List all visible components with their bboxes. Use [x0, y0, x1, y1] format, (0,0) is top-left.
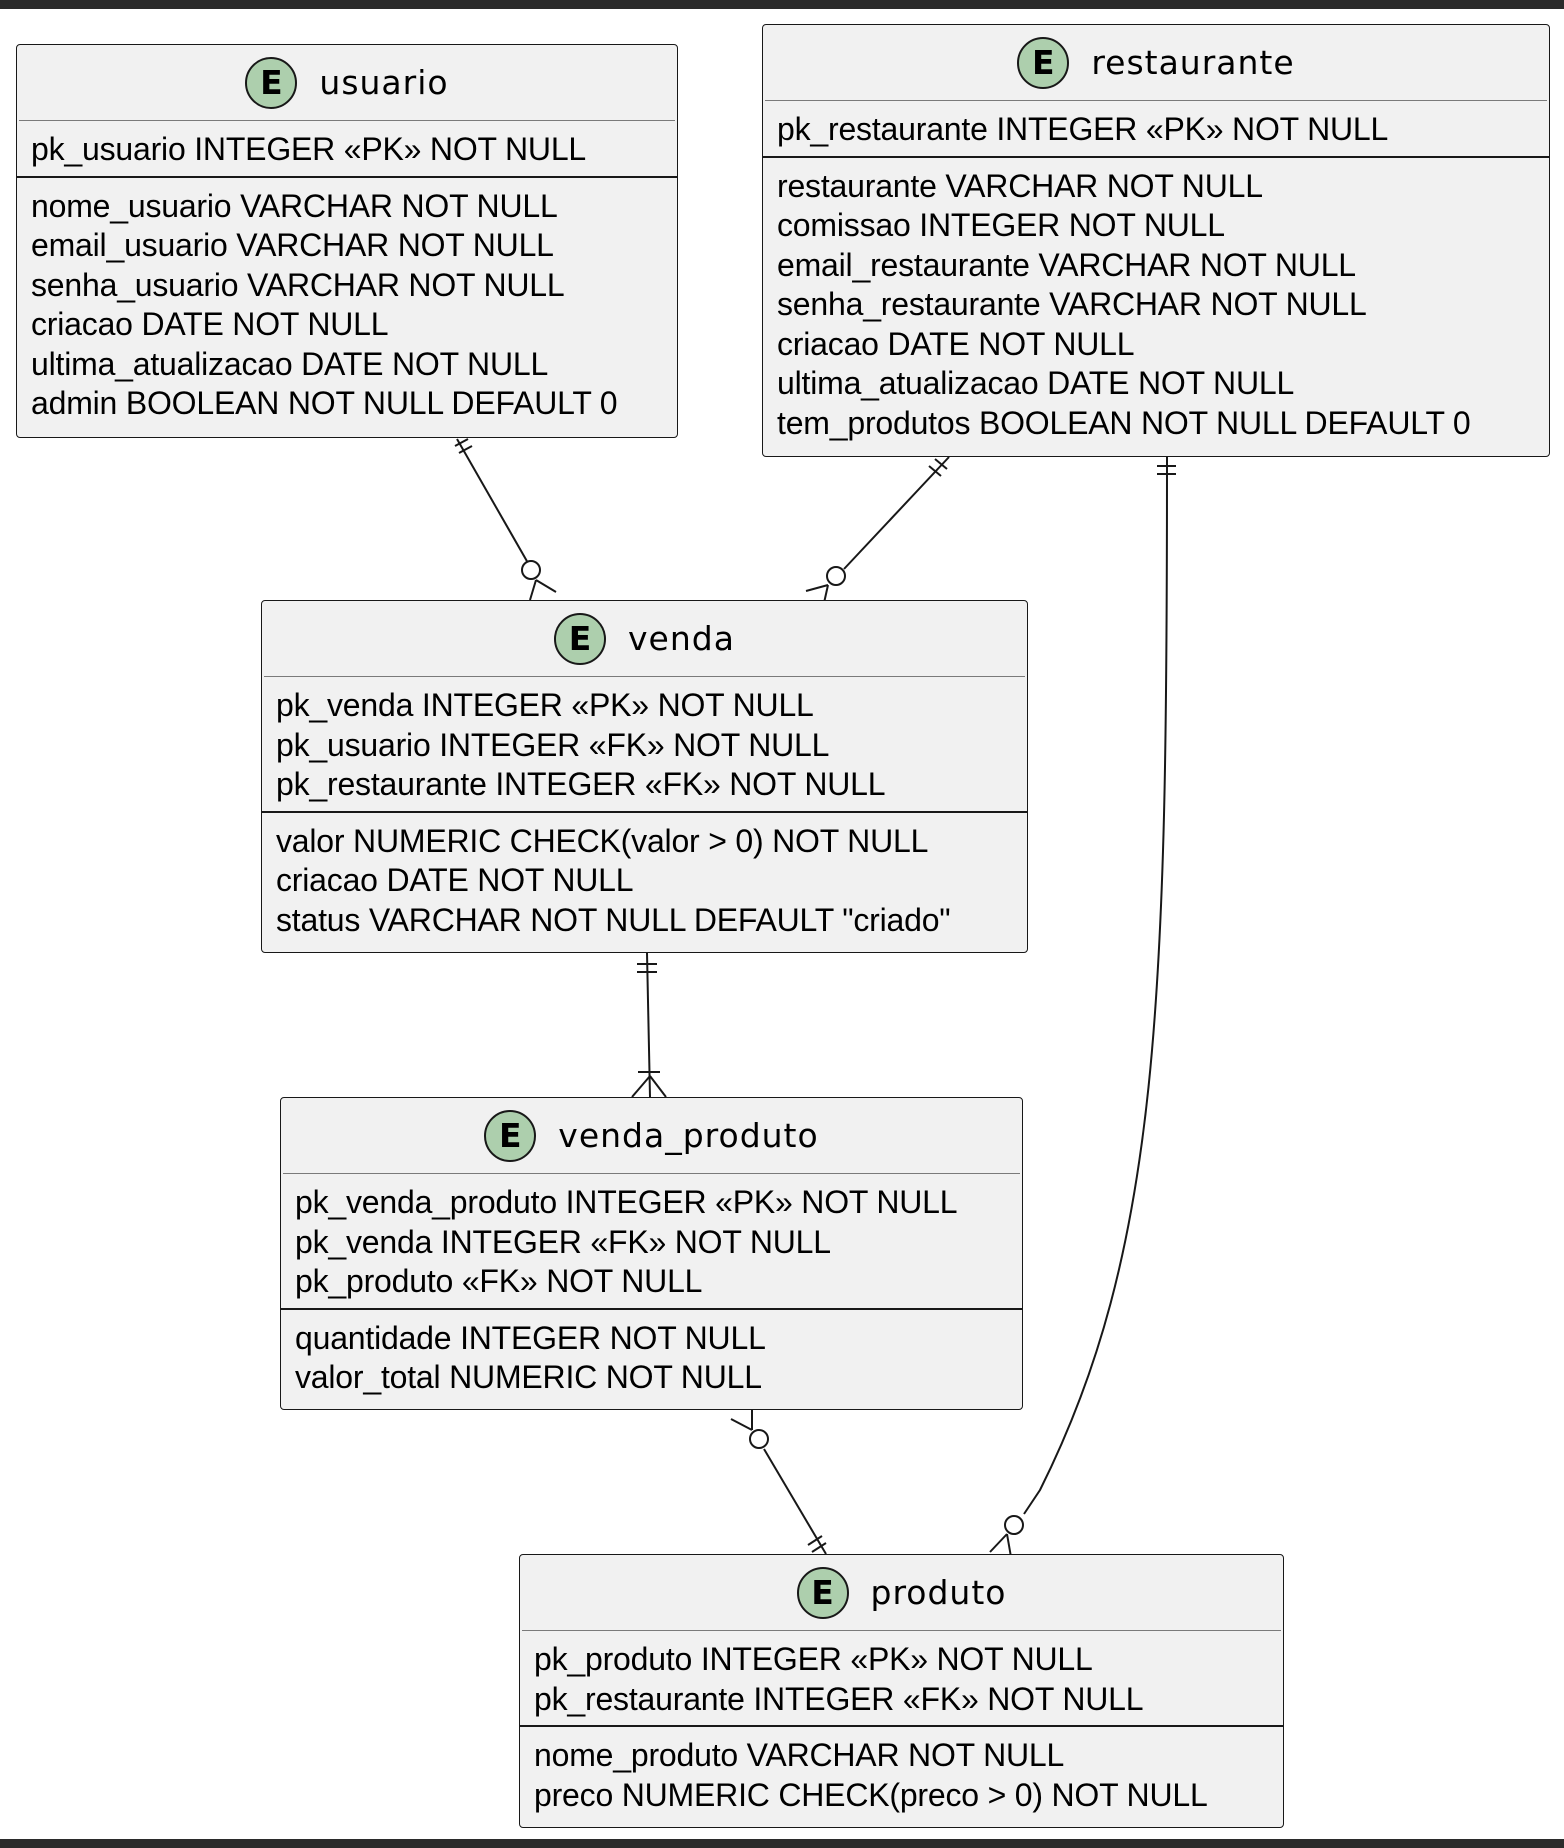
- attribute-field: valor NUMERIC CHECK(valor > 0) NOT NULL: [276, 822, 929, 859]
- entity-header: E restaurante: [765, 25, 1547, 101]
- entity-produto[interactable]: E produto pk_produto INTEGER «PK» NOT NU…: [519, 1554, 1284, 1828]
- key-field: pk_restaurante INTEGER «PK» NOT NULL: [777, 111, 1389, 147]
- attribute-field: criacao DATE NOT NULL: [31, 306, 389, 342]
- attribute-field: restaurante VARCHAR NOT NULL: [777, 167, 1263, 204]
- entity-icon: E: [1017, 36, 1070, 89]
- entity-venda-produto[interactable]: E venda_produto pk_venda_produto INTEGER…: [280, 1097, 1023, 1410]
- key-field: pk_venda INTEGER «PK» NOT NULL: [276, 687, 814, 723]
- entity-restaurante[interactable]: E restaurante pk_restaurante INTEGER «PK…: [762, 24, 1550, 457]
- attribute-field: quantidade INTEGER NOT NULL: [295, 1319, 766, 1356]
- entity-title: venda: [628, 619, 735, 658]
- entity-icon: E: [484, 1109, 537, 1162]
- key-section: pk_usuario INTEGER «PK» NOT NULL: [17, 121, 677, 176]
- entity-header: E usuario: [19, 45, 675, 121]
- entity-venda[interactable]: E venda pk_venda INTEGER «PK» NOT NULL p…: [261, 600, 1028, 953]
- key-field: pk_usuario INTEGER «FK» NOT NULL: [276, 726, 830, 763]
- entity-header: E venda: [264, 601, 1025, 677]
- attribute-field: criacao DATE NOT NULL: [777, 325, 1135, 362]
- attribute-field: comissao INTEGER NOT NULL: [777, 207, 1225, 243]
- attribute-section: valor NUMERIC CHECK(valor > 0) NOT NULL …: [262, 810, 1027, 947]
- key-field: pk_venda_produto INTEGER «PK» NOT NULL: [295, 1184, 958, 1220]
- attribute-field: tem_produtos BOOLEAN NOT NULL DEFAULT 0: [777, 404, 1471, 441]
- attribute-field: criacao DATE NOT NULL: [276, 862, 634, 898]
- attribute-section: nome_produto VARCHAR NOT NULL preco NUME…: [520, 1725, 1283, 1821]
- entity-icon: E: [554, 612, 607, 665]
- key-field: pk_restaurante INTEGER «FK» NOT NULL: [276, 766, 886, 802]
- key-section: pk_venda_produto INTEGER «PK» NOT NULL p…: [281, 1174, 1022, 1308]
- key-field: pk_produto «FK» NOT NULL: [295, 1263, 703, 1299]
- key-section: pk_venda INTEGER «PK» NOT NULL pk_usuari…: [262, 677, 1027, 811]
- key-section: pk_restaurante INTEGER «PK» NOT NULL: [763, 101, 1549, 156]
- attribute-field: email_restaurante VARCHAR NOT NULL: [777, 246, 1356, 283]
- entity-title: usuario: [319, 63, 449, 102]
- entity-title: restaurante: [1091, 43, 1295, 82]
- attribute-section: restaurante VARCHAR NOT NULL comissao IN…: [763, 155, 1549, 450]
- attribute-field: senha_restaurante VARCHAR NOT NULL: [777, 286, 1367, 322]
- entity-header: E produto: [522, 1555, 1281, 1631]
- attribute-field: ultima_atualizacao DATE NOT NULL: [777, 365, 1295, 401]
- attribute-field: nome_produto VARCHAR NOT NULL: [534, 1737, 1065, 1773]
- attribute-section: quantidade INTEGER NOT NULL valor_total …: [281, 1307, 1022, 1404]
- key-section: pk_produto INTEGER «PK» NOT NULL pk_rest…: [520, 1631, 1283, 1725]
- key-field: pk_produto INTEGER «PK» NOT NULL: [534, 1641, 1093, 1677]
- entity-icon: E: [245, 56, 298, 109]
- key-field: pk_restaurante INTEGER «FK» NOT NULL: [534, 1680, 1144, 1717]
- entity-title: venda_produto: [558, 1116, 819, 1155]
- entity-icon: E: [796, 1566, 849, 1619]
- attribute-field: email_usuario VARCHAR NOT NULL: [31, 227, 554, 263]
- attribute-field: valor_total NUMERIC NOT NULL: [295, 1359, 762, 1395]
- entity-usuario[interactable]: E usuario pk_usuario INTEGER «PK» NOT NU…: [16, 44, 678, 438]
- attribute-field: senha_usuario VARCHAR NOT NULL: [31, 266, 565, 303]
- attribute-field: nome_usuario VARCHAR NOT NULL: [31, 187, 558, 224]
- attribute-field: ultima_atualizacao DATE NOT NULL: [31, 345, 549, 382]
- entity-title: produto: [870, 1573, 1007, 1612]
- entity-header: E venda_produto: [283, 1098, 1020, 1174]
- attribute-field: preco NUMERIC CHECK(preco > 0) NOT NULL: [534, 1776, 1208, 1813]
- key-field: pk_usuario INTEGER «PK» NOT NULL: [31, 131, 587, 167]
- attribute-field: status VARCHAR NOT NULL DEFAULT "criado": [276, 901, 951, 938]
- attribute-field: admin BOOLEAN NOT NULL DEFAULT 0: [31, 385, 618, 421]
- key-field: pk_venda INTEGER «FK» NOT NULL: [295, 1223, 831, 1260]
- attribute-section: nome_usuario VARCHAR NOT NULL email_usua…: [17, 175, 677, 430]
